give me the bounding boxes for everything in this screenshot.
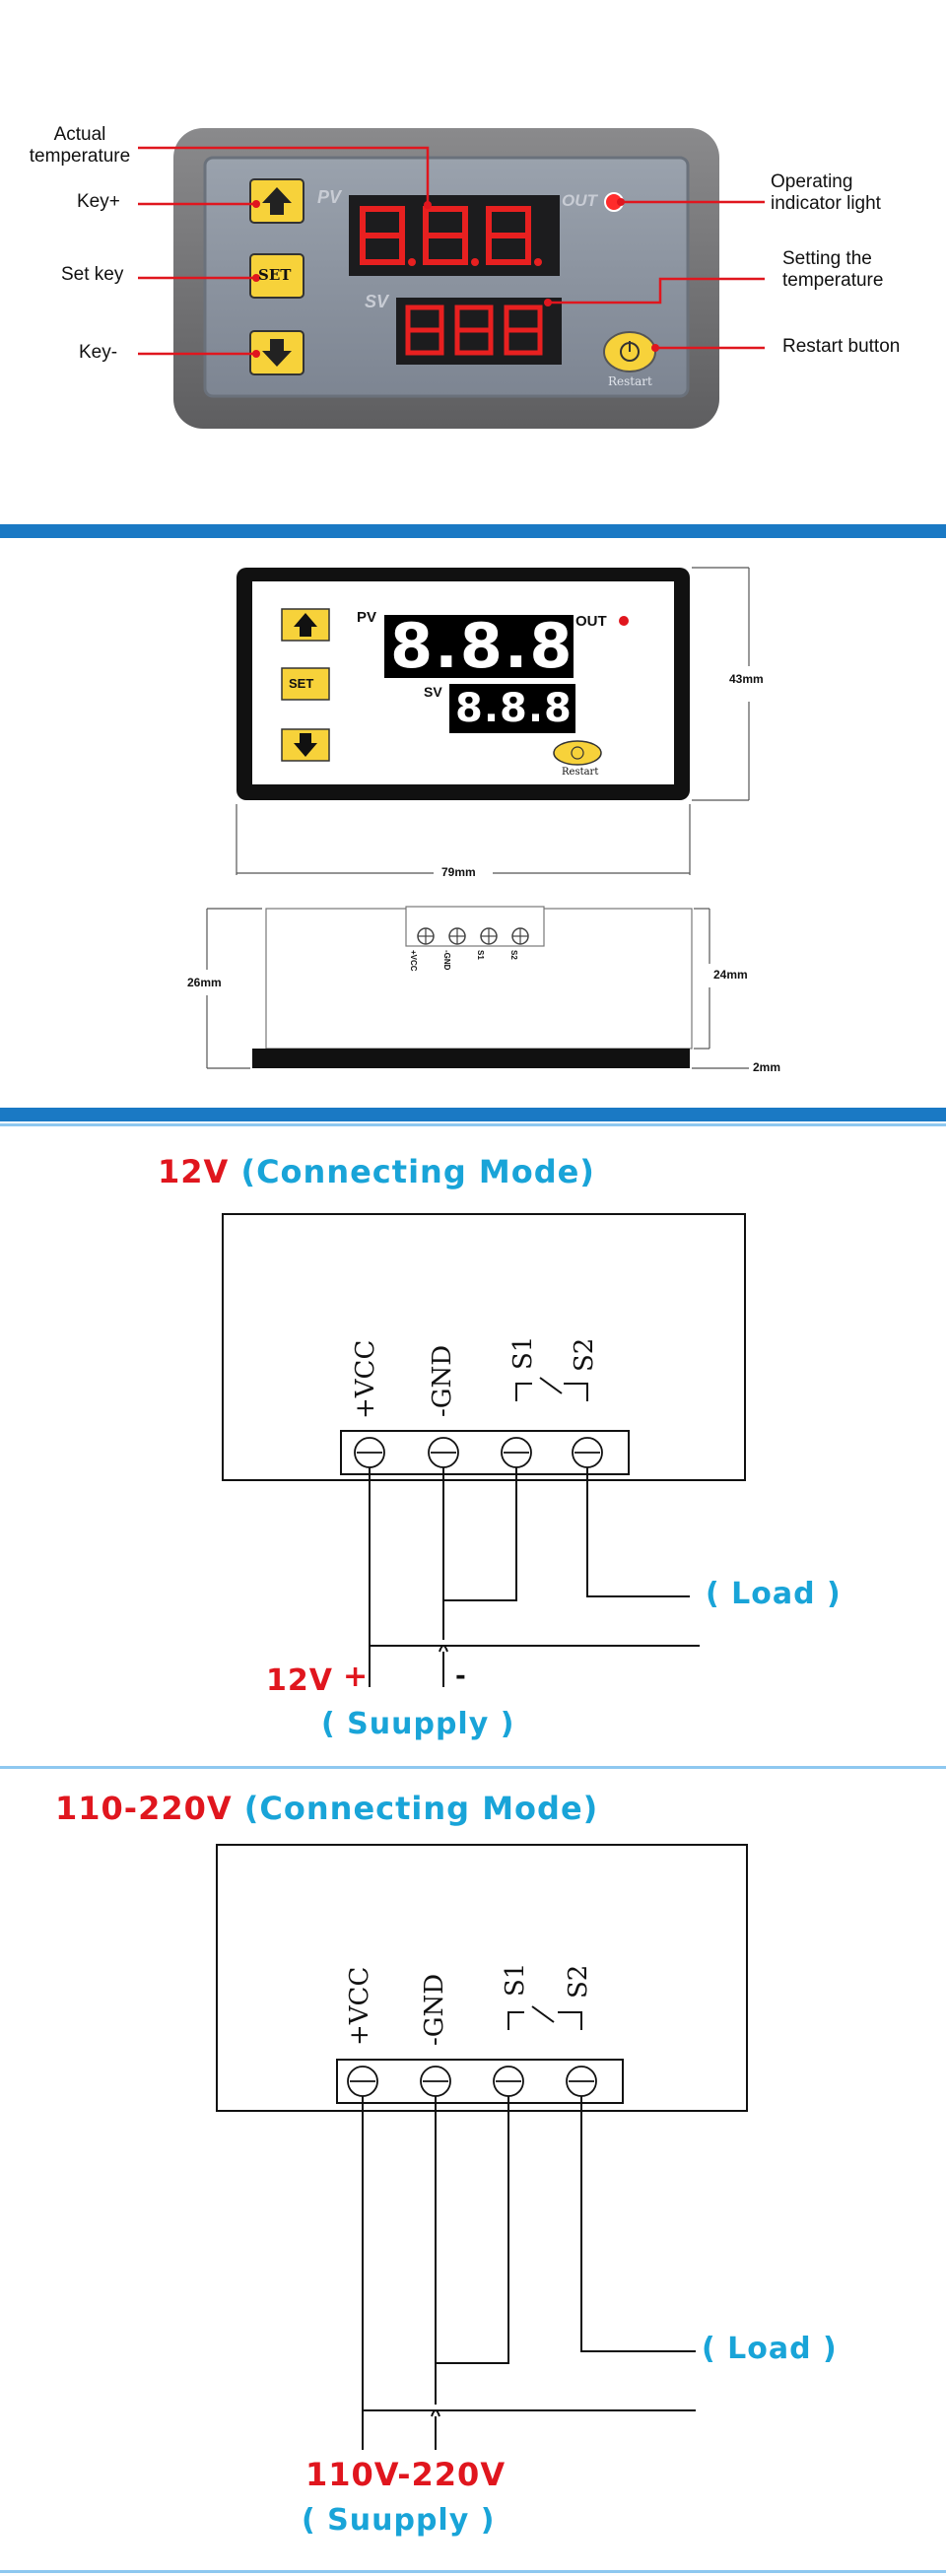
module-box (216, 1844, 748, 2112)
mode220-terminal-vcc: +VCC (345, 1966, 374, 2046)
front-sv-label: SV (424, 684, 442, 700)
mode220-supply: ( Suupply ) (302, 2503, 496, 2538)
callout-lines (138, 146, 765, 356)
mode12-title: 12V (Connecting Mode) (158, 1153, 595, 1190)
label-operating-indicator: Operating indicator light (771, 171, 881, 214)
front-pv-window (384, 615, 574, 678)
mode220-supply-voltage: 110V-220V (305, 2456, 507, 2493)
module-box (222, 1213, 746, 1481)
power-icon (571, 746, 584, 760)
side-terminal-vcc: +VCC (409, 950, 418, 972)
label-key-minus: Key- (79, 342, 118, 363)
front-pv-label: PV (357, 609, 377, 626)
label-setting-temperature: Setting the temperature (782, 248, 884, 291)
section-divider-light (0, 1766, 946, 1769)
mode12-terminal-gnd: -GND (428, 1344, 457, 1417)
label-key-plus: Key+ (77, 191, 120, 212)
front-sv-digits: 8.8.8. (455, 686, 589, 731)
mode12-mode: (Connecting Mode) (240, 1153, 595, 1190)
terminal-strip (340, 1430, 630, 1475)
mode12-terminal-s2: S2 (570, 1337, 599, 1372)
set-key-button (249, 253, 304, 299)
mode12-voltage: 12V (158, 1153, 230, 1190)
mode220-voltage: 110-220V (55, 1790, 233, 1827)
dim-side-height-label: 26mm (187, 976, 222, 989)
label-set-key: Set key (61, 264, 124, 285)
arrow-down-icon (294, 733, 317, 757)
section-product-overview: PV SV OUT SET Restart Actual temperature… (0, 0, 946, 522)
label-actual-temperature: Actual temperature (29, 124, 131, 167)
front-set-key (281, 667, 330, 701)
arrow-down-icon (262, 339, 292, 367)
section-220v-wiring: 110-220V (Connecting Mode) +VCC -GND S1 (0, 1774, 946, 2572)
dim-body-height-label: 24mm (713, 968, 748, 982)
pv-digits (360, 206, 531, 265)
mode12-plus: + (343, 1660, 370, 1694)
mode220-title: 110-220V (Connecting Mode) (55, 1790, 598, 1827)
side-terminal-gnd: -GND (442, 950, 451, 971)
front-set-label: SET (289, 676, 314, 691)
terminal-strip (336, 2059, 624, 2104)
mode220-mode: (Connecting Mode) (243, 1790, 599, 1827)
arrow-up-icon (262, 187, 292, 215)
dim-width-label: 79mm (441, 865, 476, 879)
mode12-terminal-vcc: +VCC (351, 1339, 380, 1419)
dimension-drawing (206, 567, 750, 1069)
side-terminal-labels: +VCC -GND S1 S2 (409, 950, 536, 980)
mode12-supply-voltage: 12V (266, 1663, 333, 1698)
mode12-terminal-s1: S1 (508, 1335, 538, 1370)
panel-out-label: OUT (562, 191, 597, 210)
side-terminal-s2: S2 (509, 950, 518, 960)
front-restart (553, 740, 602, 766)
mode12-minus: - (455, 1661, 467, 1691)
label-restart-button: Restart button (782, 336, 901, 357)
mode220-terminal-s1: S1 (501, 1962, 530, 1997)
section-dimensions: PV SV OUT SET Restart 8.8.8. 8.8.8. 43mm… (0, 538, 946, 1104)
side-terminal-s1: S1 (476, 950, 485, 960)
mode12-supply: ( Suupply ) (321, 1707, 515, 1741)
panel-restart-label: Restart (608, 374, 652, 388)
section-divider-light (0, 2570, 946, 2573)
panel-set-label: SET (258, 266, 292, 284)
dim-base-label: 2mm (753, 1060, 781, 1074)
wiring-12v (222, 1213, 746, 1687)
section-divider (0, 1108, 946, 1121)
panel-sv-label: SV (365, 292, 389, 311)
dim-height-label: 43mm (729, 672, 764, 686)
front-sv-window (449, 684, 575, 733)
device-illustration (138, 128, 765, 429)
mode220-terminal-gnd: -GND (420, 1973, 449, 2046)
wiring-220v (216, 1844, 748, 2450)
front-pv-digits: 8.8.8. (390, 610, 600, 682)
mode220-load: ( Load ) (702, 2332, 838, 2366)
arrow-up-icon (294, 613, 317, 637)
front-restart-label: Restart (562, 767, 599, 778)
side-base (252, 1049, 690, 1068)
front-led (619, 616, 629, 626)
front-out-label: OUT (575, 613, 607, 630)
sv-digits (405, 305, 543, 356)
panel-pv-label: PV (317, 187, 342, 207)
section-divider (0, 524, 946, 538)
section-divider-light (0, 1123, 946, 1126)
mode220-terminal-s2: S2 (564, 1964, 593, 1999)
mode12-load: ( Load ) (706, 1577, 842, 1611)
section-12v-wiring: 12V (Connecting Mode) +VCC -GND S1 (0, 1133, 946, 1764)
